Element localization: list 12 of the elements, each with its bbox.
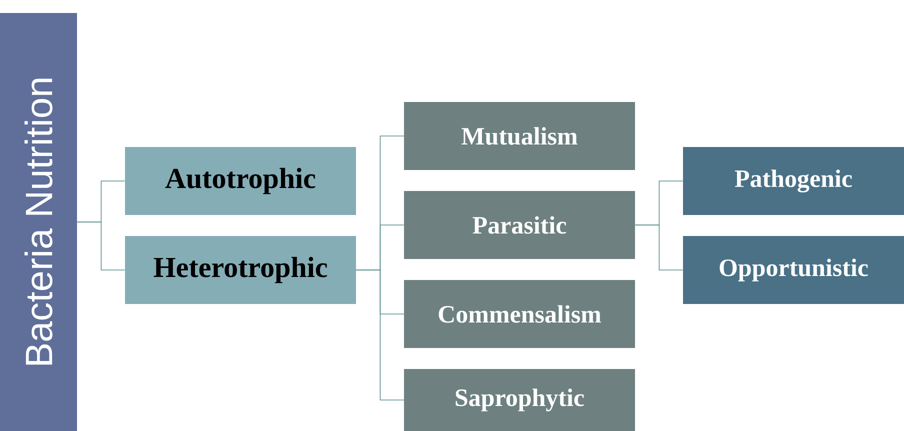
connector bbox=[634, 224, 684, 270]
type-box: Mutualism bbox=[404, 102, 635, 170]
type-box: Parasitic bbox=[404, 191, 635, 259]
subtype-box: Opportunistic bbox=[683, 236, 904, 304]
category-box: Heterotrophic bbox=[125, 236, 356, 304]
type-box: Commensalism bbox=[404, 280, 635, 348]
connector bbox=[76, 222, 126, 270]
category-box: Autotrophic bbox=[125, 147, 356, 215]
connector bbox=[356, 270, 404, 400]
subtype-box: Pathogenic bbox=[683, 147, 904, 215]
type-box: Saprophytic bbox=[404, 369, 635, 431]
title-bar: Bacteria Nutrition bbox=[0, 13, 77, 431]
